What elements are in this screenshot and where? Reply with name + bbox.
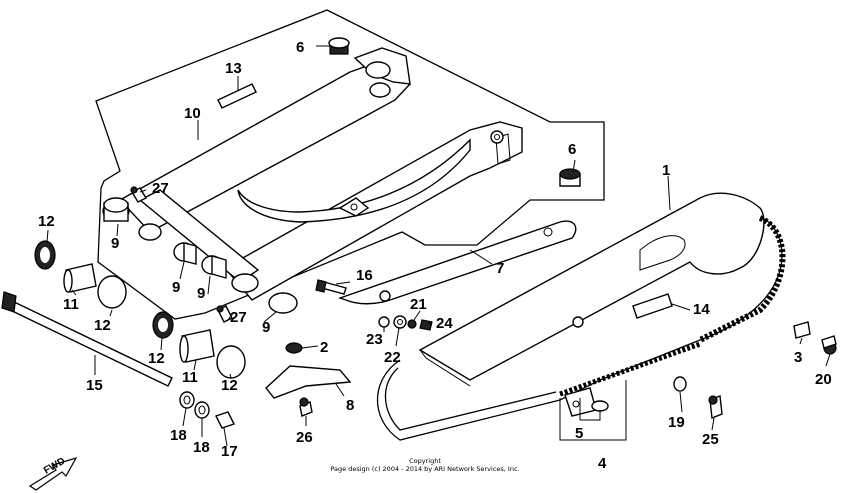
callout-12-d: 12 [221,377,238,394]
callout-9-d: 9 [262,319,270,336]
bracket-8 [265,365,352,399]
callout-4: 4 [598,455,607,472]
callout-26: 26 [296,429,313,446]
callout-20: 20 [815,371,832,388]
callout-2: 2 [320,339,328,356]
bushing-6-right [559,168,581,187]
callout-13: 13 [225,60,242,77]
bushing-6-upper [328,37,350,55]
callout-8: 8 [346,397,354,414]
callout-3: 3 [794,349,802,366]
callout-9-a: 9 [111,235,119,252]
callout-12-a: 12 [38,213,55,230]
callout-9-c: 9 [197,285,205,302]
washer-23 [378,316,390,328]
copyright-line-1: Copyright [409,457,441,465]
bolt-16 [315,279,347,295]
collar-12-b [216,345,246,379]
sleeve-11-a [63,263,97,293]
swingarm [102,47,523,314]
callout-21: 21 [410,296,427,313]
washer-18-b [194,401,210,419]
bushing-9 [173,242,227,279]
callout-10: 10 [184,105,201,122]
callout-27-lower: 27 [230,309,247,326]
sleeve-11-b [179,329,215,363]
callout-14: 14 [693,301,710,318]
callout-5: 5 [575,425,583,442]
leader-lines [46,45,831,447]
callout-6-upper: 6 [296,39,304,56]
nut-17 [215,411,235,429]
pin-13 [217,83,257,109]
swingarm-group-outline [95,9,605,320]
grease-fitting-27-upper [130,186,147,203]
callout-24: 24 [436,315,453,332]
seal-12-upper [34,240,56,270]
copyright-line-2: Page design (c) 2004 - 2014 by ARI Netwo… [330,465,519,473]
drive-chain [377,215,786,441]
callout-16: 16 [356,267,373,284]
callout-9-b: 9 [172,279,180,296]
pivot-bolt-15 [1,291,173,387]
callout-18-a: 18 [170,427,187,444]
callout-27-upper: 27 [152,180,169,197]
callout-7: 7 [496,260,504,277]
bolt-25 [708,395,723,419]
callout-25: 25 [702,431,719,448]
callout-11-a: 11 [63,296,79,313]
callout-18-b: 18 [193,439,210,456]
callout-19: 19 [668,414,685,431]
washer-19 [673,376,687,392]
callout-22: 22 [384,349,401,366]
bolt-20 [821,335,837,355]
grease-fitting-27-lower [216,305,233,323]
bolt-21 [407,319,417,329]
cap-3 [793,321,811,339]
collar-12-a [97,275,127,309]
washer-22 [393,315,407,329]
callout-6-right: 6 [568,141,576,158]
callout-17: 17 [221,443,238,460]
chain-case [418,192,765,387]
callout-11-b: 11 [182,369,198,386]
washer-18-a [179,391,195,409]
cap-2 [285,342,303,354]
callout-12-b: 12 [94,317,111,334]
callout-labels: 6 13 10 27 6 1 12 9 9 9 9 27 11 12 7 16 … [38,39,832,472]
fwd-arrow: FWD [28,456,78,491]
screw-24 [419,319,433,331]
callout-1: 1 [662,162,670,179]
chain-guide-7 [337,220,577,305]
callout-15: 15 [86,377,103,394]
bolt-26 [299,397,313,417]
seal-12-lower [152,311,174,339]
callout-23: 23 [366,331,383,348]
callout-12-c: 12 [148,350,165,367]
